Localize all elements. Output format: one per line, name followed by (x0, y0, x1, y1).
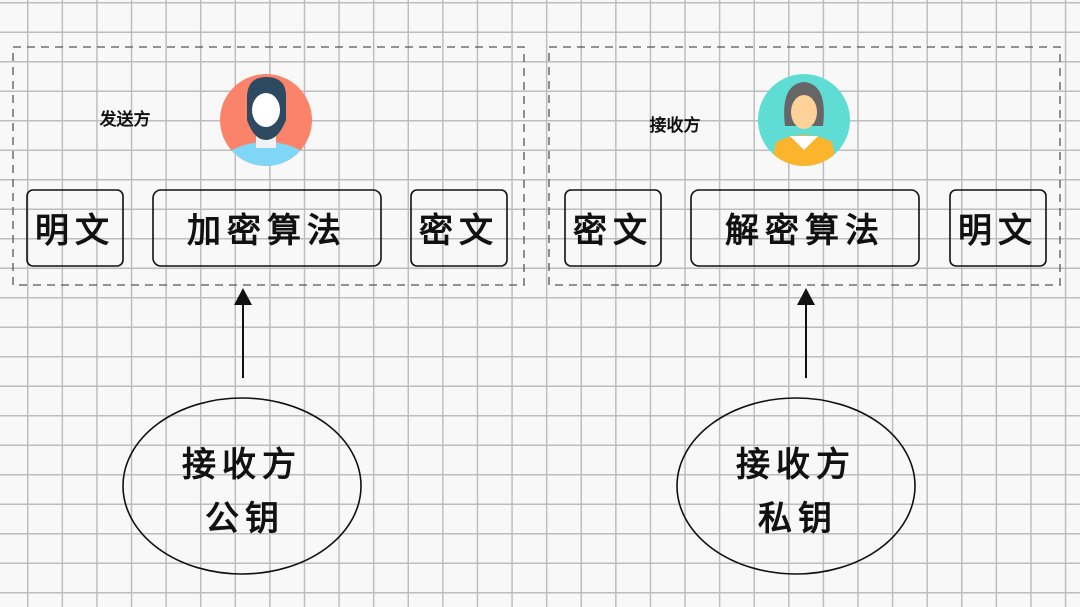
svg-text:解密算法: 解密算法 (725, 211, 885, 251)
private-key-ellipse: 接收方 私钥 (676, 397, 916, 575)
encryption-algorithm-box: 加密算法 (152, 189, 382, 267)
public-key-ellipse: 接收方 公钥 (122, 397, 362, 575)
decryption-algorithm-box: 解密算法 (690, 189, 920, 267)
ciphertext-box-sender: 密文 (410, 189, 508, 267)
svg-text:加密算法: 加密算法 (187, 211, 347, 251)
svg-text:密文: 密文 (419, 211, 499, 251)
svg-text:私钥: 私钥 (758, 499, 838, 539)
receiver-label: 接收方 (650, 115, 701, 136)
male-avatar-icon (220, 74, 312, 166)
svg-text:明文: 明文 (35, 211, 115, 251)
arrow-up-icon (797, 288, 815, 378)
plaintext-box-sender: 明文 (26, 189, 124, 267)
arrow-up-icon (234, 288, 252, 378)
female-avatar-icon (758, 74, 850, 166)
svg-text:接收方: 接收方 (182, 445, 302, 485)
svg-text:公钥: 公钥 (205, 499, 285, 539)
svg-text:接收方: 接收方 (736, 445, 856, 485)
plaintext-box-receiver: 明文 (949, 189, 1047, 267)
svg-text:密文: 密文 (573, 211, 653, 251)
receiver-group-frame (548, 46, 1061, 286)
svg-text:明文: 明文 (958, 211, 1038, 251)
sender-group-frame (12, 46, 525, 286)
sender-label: 发送方 (99, 109, 151, 130)
ciphertext-box-receiver: 密文 (564, 189, 662, 267)
